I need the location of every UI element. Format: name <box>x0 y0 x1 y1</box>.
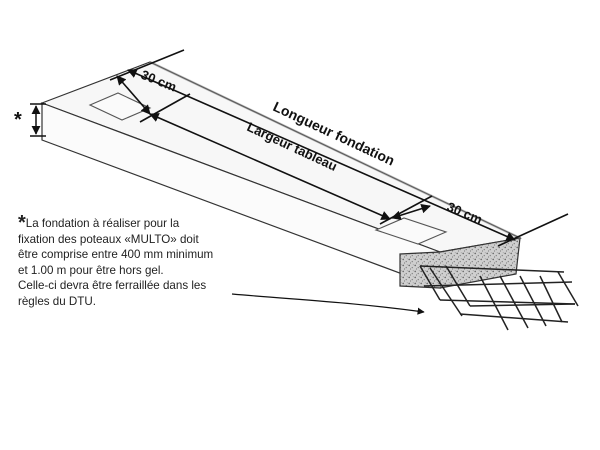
note-line-5: Celle-ci devra être ferraillée dans les <box>18 279 207 292</box>
depth-dimension: * <box>14 103 46 137</box>
foundation-note: *La fondation à réaliser pour la fixatio… <box>18 213 268 309</box>
note-line-1: *La fondation à réaliser pour la <box>18 213 268 233</box>
note-marker: * <box>18 212 26 234</box>
edge-30cm-top-line <box>116 75 151 115</box>
dimension-lines <box>109 49 569 247</box>
length-extension-right <box>497 213 569 247</box>
length-extension-left <box>109 49 185 81</box>
width-dimension-line <box>149 113 391 220</box>
slab-end-face <box>399 237 521 289</box>
note-line-3: être comprise entre 400 mm minimum <box>18 248 214 261</box>
note-line-6: règles du DTU. <box>18 294 96 308</box>
depth-marker: * <box>14 109 22 131</box>
note-leader-arrow <box>231 293 425 315</box>
note-line-4: et 1.00 m pour être hors gel. <box>18 263 164 277</box>
note-line-2: fixation des poteaux «MULTO» doit <box>18 232 199 246</box>
note-text-1: La fondation à réaliser pour la <box>25 217 180 230</box>
rebar-cage <box>419 265 579 331</box>
edge-30cm-bottom-line <box>391 204 431 220</box>
